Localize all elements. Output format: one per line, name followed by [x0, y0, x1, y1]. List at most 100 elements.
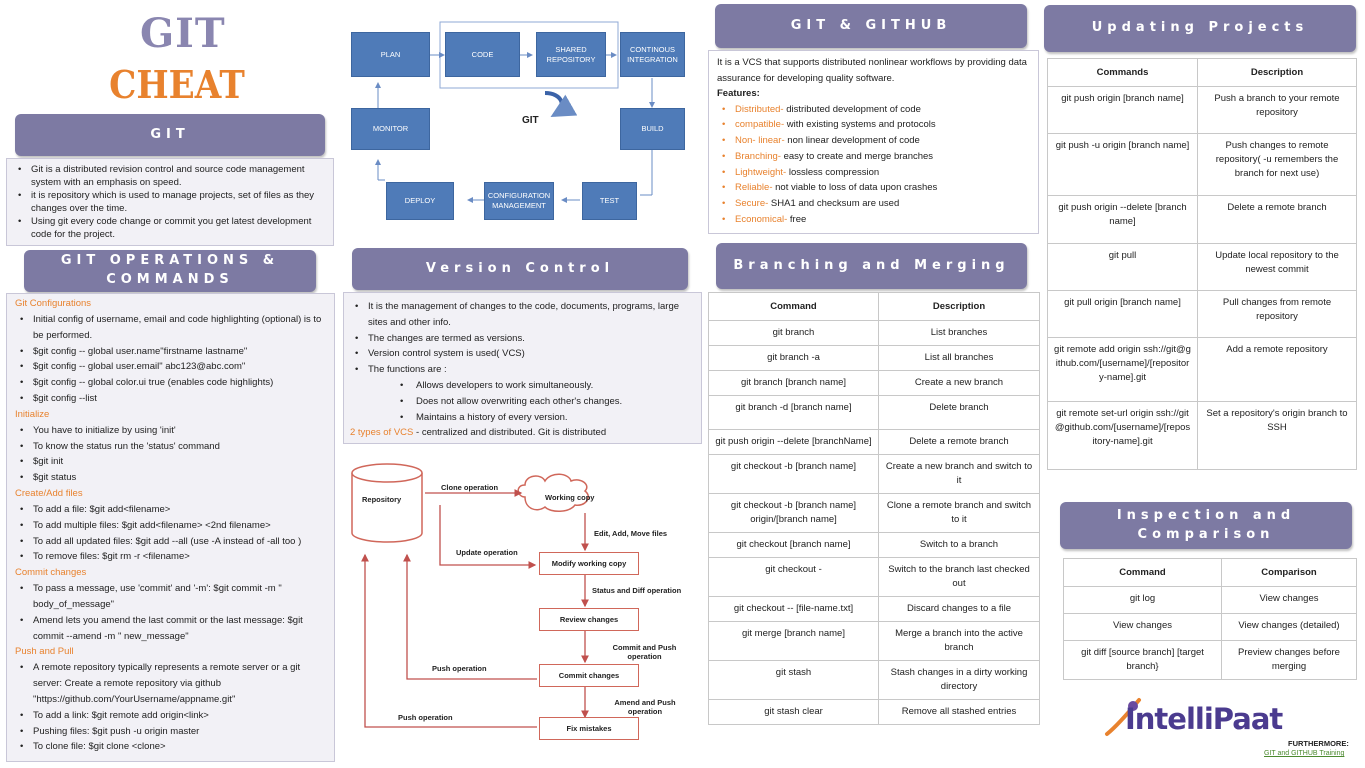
ops-group-title: Git Configurations: [15, 298, 92, 309]
feature-name: compatible-: [735, 119, 785, 131]
flow-node-configuration: CONFIGURATION MANAGEMENT: [484, 182, 554, 220]
branching-description: List branches: [878, 320, 1040, 346]
flow-diagram-lines: [375, 21, 655, 203]
branching-header: Branching and Merging: [716, 243, 1027, 289]
feature-name: Lightweight-: [735, 166, 787, 178]
updating-description: Set a repository's origin branch to SSH: [1197, 401, 1357, 470]
table-row: git remote add origin ssh://git@github.c…: [1047, 337, 1357, 402]
vc-bullet: It is the management of changes to the c…: [350, 299, 695, 331]
ops-item: $git config -- global user.email" abc123…: [15, 359, 330, 375]
flow-node-shared-repository: SHARED REPOSITORY: [536, 32, 606, 77]
ops-item: $git init: [15, 454, 330, 470]
branching-description: Merge a branch into the active branch: [878, 621, 1040, 661]
version-control-box: It is the management of changes to the c…: [343, 292, 702, 444]
branching-col-command: Command: [708, 292, 879, 321]
feature-desc: lossless compression: [786, 166, 880, 178]
github-box: It is a VCS that supports distributed no…: [708, 50, 1039, 234]
ops-group-title: Commit changes: [15, 567, 87, 579]
updating-col-commands: Commands: [1047, 58, 1198, 87]
vc-footer-text: - centralized and distributed. Git is di…: [413, 427, 607, 439]
feature-name: Branching-: [735, 150, 781, 162]
ops-repository-label: Repository: [362, 495, 402, 504]
ops-group-title: Create/Add files: [15, 487, 83, 499]
ops-item: $git config --list: [15, 391, 330, 407]
updating-command: git push origin --delete [branch name]: [1047, 195, 1198, 244]
vc-footer-highlight: 2 types of VCS: [350, 427, 414, 439]
table-row: git diff [source branch] [target branch}…: [1063, 640, 1357, 680]
git-bullet: it is repository which is used to manage…: [13, 189, 329, 215]
feature-name: Secure-: [735, 198, 769, 210]
table-row: git remote set-url origin ssh://git@gith…: [1047, 401, 1357, 470]
inspection-comparison: View changes: [1221, 586, 1357, 614]
inspection-col-comparison: Comparison: [1221, 558, 1357, 587]
table-row: git merge [branch name]Merge a branch in…: [708, 621, 1040, 661]
branching-header-text: Branching and Merging: [733, 257, 1010, 273]
github-feature: compatible- with existing systems and pr…: [717, 117, 1032, 133]
branching-description: Create a new branch: [878, 370, 1040, 396]
flow-node-code: CODE: [445, 32, 520, 77]
vc-bullets: It is the management of changes to the c…: [350, 299, 695, 425]
git-bullet: Git is a distributed revision control an…: [13, 163, 329, 189]
branching-command: git branch: [708, 320, 879, 346]
feature-name: Distributed-: [735, 103, 784, 115]
training-link[interactable]: GIT and GITHUB Training: [1264, 750, 1345, 757]
github-feature: Non- linear- non linear development of c…: [717, 133, 1032, 149]
updating-description: Update local repository to the newest co…: [1197, 243, 1357, 291]
ops-list: A remote repository typically represents…: [15, 660, 330, 755]
branching-col-description: Description: [878, 292, 1040, 321]
updating-header-text: Updating Projects: [1091, 20, 1309, 36]
ops-working-copy-label: Working copy: [545, 493, 595, 502]
ops-box: Git Configurations Initial config of use…: [6, 293, 335, 762]
updating-description: Pull changes from remote repository: [1197, 290, 1357, 338]
ops-item: To clone file: $git clone <clone>: [15, 739, 330, 755]
table-row: git push origin --delete [branchName]Del…: [708, 429, 1040, 455]
ops-diagram-lines: [351, 463, 589, 728]
version-control-header-text: Version Control: [425, 260, 615, 276]
git-header-text: GIT: [150, 126, 190, 142]
updating-header: Updating Projects: [1044, 5, 1356, 52]
branching-description: Create a new branch and switch to it: [878, 454, 1040, 494]
updating-table: Commands Description git push origin [br…: [1047, 58, 1357, 470]
ops-label-commit-push: Commit and Push operation: [612, 643, 677, 661]
github-features: Distributed- distributed development of …: [717, 102, 1032, 228]
version-control-header: Version Control: [352, 248, 688, 290]
feature-desc: distributed development of code: [783, 103, 921, 115]
github-feature: Distributed- distributed development of …: [717, 102, 1032, 118]
table-row: git checkout [branch name]Switch to a br…: [708, 532, 1040, 558]
branching-command: git push origin --delete [branchName]: [708, 429, 879, 455]
ops-item: Initial config of username, email and co…: [15, 312, 330, 344]
furthermore-label: FURTHERMORE:: [1288, 739, 1349, 748]
ops-item: $git config -- global color.ui true (ena…: [15, 375, 330, 391]
ops-item: $git config -- global user.name"firstnam…: [15, 344, 330, 360]
updating-command: git remote add origin ssh://git@github.c…: [1047, 337, 1198, 402]
ops-item: Amend lets you amend the last commit or …: [15, 613, 330, 645]
flow-node-integration: CONTINOUS INTEGRATION: [620, 32, 685, 77]
updating-header-row: Commands Description: [1047, 58, 1357, 87]
ops-label-edit: Edit, Add, Move files: [594, 529, 668, 538]
branching-command: git stash clear: [708, 699, 879, 725]
flow-node-build: BUILD: [620, 108, 685, 150]
ops-item: To add multiple files: $git add<filename…: [15, 518, 330, 534]
branching-command: git stash: [708, 660, 879, 700]
inspection-comparison: Preview changes before merging: [1221, 640, 1357, 680]
github-header: GIT & GITHUB: [715, 4, 1027, 48]
vc-footer: 2 types of VCS - centralized and distrib…: [350, 425, 695, 441]
ops-item: To add all updated files: $git add --all…: [15, 534, 330, 550]
table-row: git checkout -- [file-name.txt]Discard c…: [708, 596, 1040, 622]
flow-center-label: GIT: [522, 115, 539, 126]
inspection-col-command: Command: [1063, 558, 1222, 587]
ops-node-modify: Modify working copy: [539, 552, 639, 575]
inspection-comparison: View changes (detailed): [1221, 613, 1357, 641]
ops-label-status: Status and Diff operation: [592, 586, 682, 595]
branching-command: git branch -d [branch name]: [708, 395, 879, 430]
inspection-header-row: Command Comparison: [1063, 558, 1357, 587]
vc-bullet: The functions are :: [350, 362, 695, 378]
branching-command: git branch -a: [708, 345, 879, 371]
table-row: git checkout -Switch to the branch last …: [708, 557, 1040, 597]
branching-command: git checkout -b [branch name] origin/[br…: [708, 493, 879, 533]
ops-label-push-1: Push operation: [432, 664, 487, 673]
table-row: git push origin [branch name]Push a bran…: [1047, 86, 1357, 134]
